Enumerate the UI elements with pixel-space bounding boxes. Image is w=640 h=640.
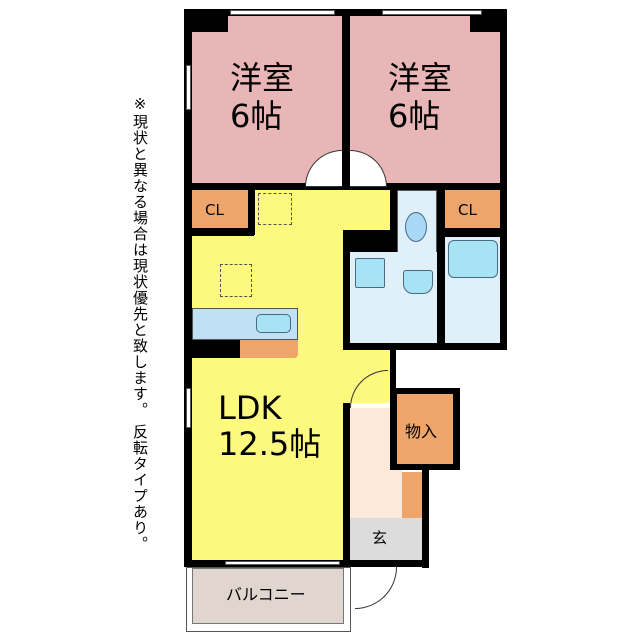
shoe-cabinet <box>402 472 422 532</box>
wall <box>184 9 192 564</box>
balcony-label: バルコニー <box>226 585 306 604</box>
wall <box>342 16 350 190</box>
toilet-icon <box>405 212 427 242</box>
wall <box>248 190 255 235</box>
closet-1-label: CL <box>205 201 224 219</box>
closet-1 <box>192 190 248 228</box>
entrance-label: 玄 <box>372 529 388 547</box>
ldk-fill <box>192 230 343 563</box>
wall <box>192 228 254 236</box>
ldk-size: 12.5帖 <box>218 425 322 463</box>
wall <box>192 16 228 32</box>
bathtub-icon <box>448 240 498 278</box>
washbasin-icon <box>403 270 433 294</box>
wall <box>343 230 397 252</box>
wall <box>470 16 500 32</box>
skylight-marker <box>220 264 252 297</box>
bedroom-1-name: 洋室 <box>230 59 295 97</box>
wall <box>343 230 350 350</box>
bedroom-1-size: 6帖 <box>230 97 283 135</box>
wall <box>422 470 429 568</box>
window <box>382 10 482 15</box>
wall <box>343 343 507 350</box>
bedroom-2-name: 洋室 <box>388 59 453 97</box>
balcony <box>192 568 344 624</box>
closet-2-label: CL <box>458 201 477 219</box>
storage-label: 物入 <box>405 422 438 441</box>
wall <box>500 9 507 349</box>
bedroom-2-size: 6帖 <box>388 97 441 135</box>
window <box>230 10 335 15</box>
bedroom-2-fill <box>470 32 500 183</box>
window <box>186 65 191 110</box>
ldk-name: LDK <box>218 389 282 427</box>
wall <box>445 228 500 237</box>
wall <box>343 403 350 568</box>
wall <box>390 350 396 395</box>
storage <box>397 394 453 464</box>
disclaimer-note: ※現状と異なる場合は現状優先と致します。 反転タイプあり。 <box>131 95 149 552</box>
sink-icon <box>256 314 291 333</box>
window <box>186 388 191 428</box>
wall <box>437 190 445 345</box>
front-door[interactable] <box>355 567 397 609</box>
wall <box>184 9 506 16</box>
wall <box>192 183 500 190</box>
washing-machine-icon <box>355 258 385 288</box>
wall <box>192 340 240 358</box>
bedroom-1-fill <box>228 16 342 36</box>
bedroom-1 <box>192 32 342 183</box>
skylight-marker <box>258 193 292 225</box>
wall <box>390 190 397 265</box>
closet-2 <box>445 190 500 228</box>
kitchen-cabinet <box>240 340 298 358</box>
entrance <box>350 518 422 560</box>
window <box>225 561 340 565</box>
